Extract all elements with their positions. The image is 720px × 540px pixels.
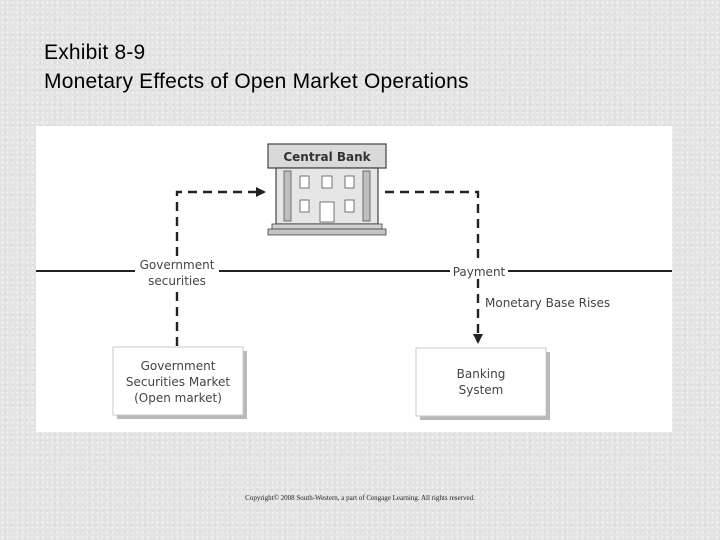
gov-market-line-2: Securities Market	[126, 375, 231, 389]
gov-securities-label-line-1: Government	[140, 258, 215, 272]
payment-label: Payment	[453, 265, 506, 279]
title-line-1: Exhibit 8-9	[44, 38, 469, 67]
title-line-2: Monetary Effects of Open Market Operatio…	[44, 67, 469, 96]
gov-market-line-1: Government	[141, 359, 216, 373]
copyright-notice: Copyright© 2008 South-Western, a part of…	[0, 494, 720, 502]
central-bank-building: Central Bank	[268, 144, 386, 235]
central-bank-label: Central Bank	[283, 150, 371, 164]
flow-diagram: Central Bank Government securities Payme…	[36, 126, 672, 432]
gov-market-line-3: (Open market)	[134, 391, 222, 405]
gov-securities-market-box: Government Securities Market (Open marke…	[113, 347, 247, 419]
banking-system-line-2: System	[459, 383, 504, 397]
gov-securities-label-line-2: securities	[148, 274, 206, 288]
banking-system-box: Banking System	[416, 348, 550, 420]
monetary-base-label: Monetary Base Rises	[485, 296, 610, 310]
diagram-panel: Central Bank Government securities Payme…	[36, 126, 672, 432]
slide-title: Exhibit 8-9 Monetary Effects of Open Mar…	[44, 38, 469, 96]
banking-system-line-1: Banking	[457, 367, 506, 381]
